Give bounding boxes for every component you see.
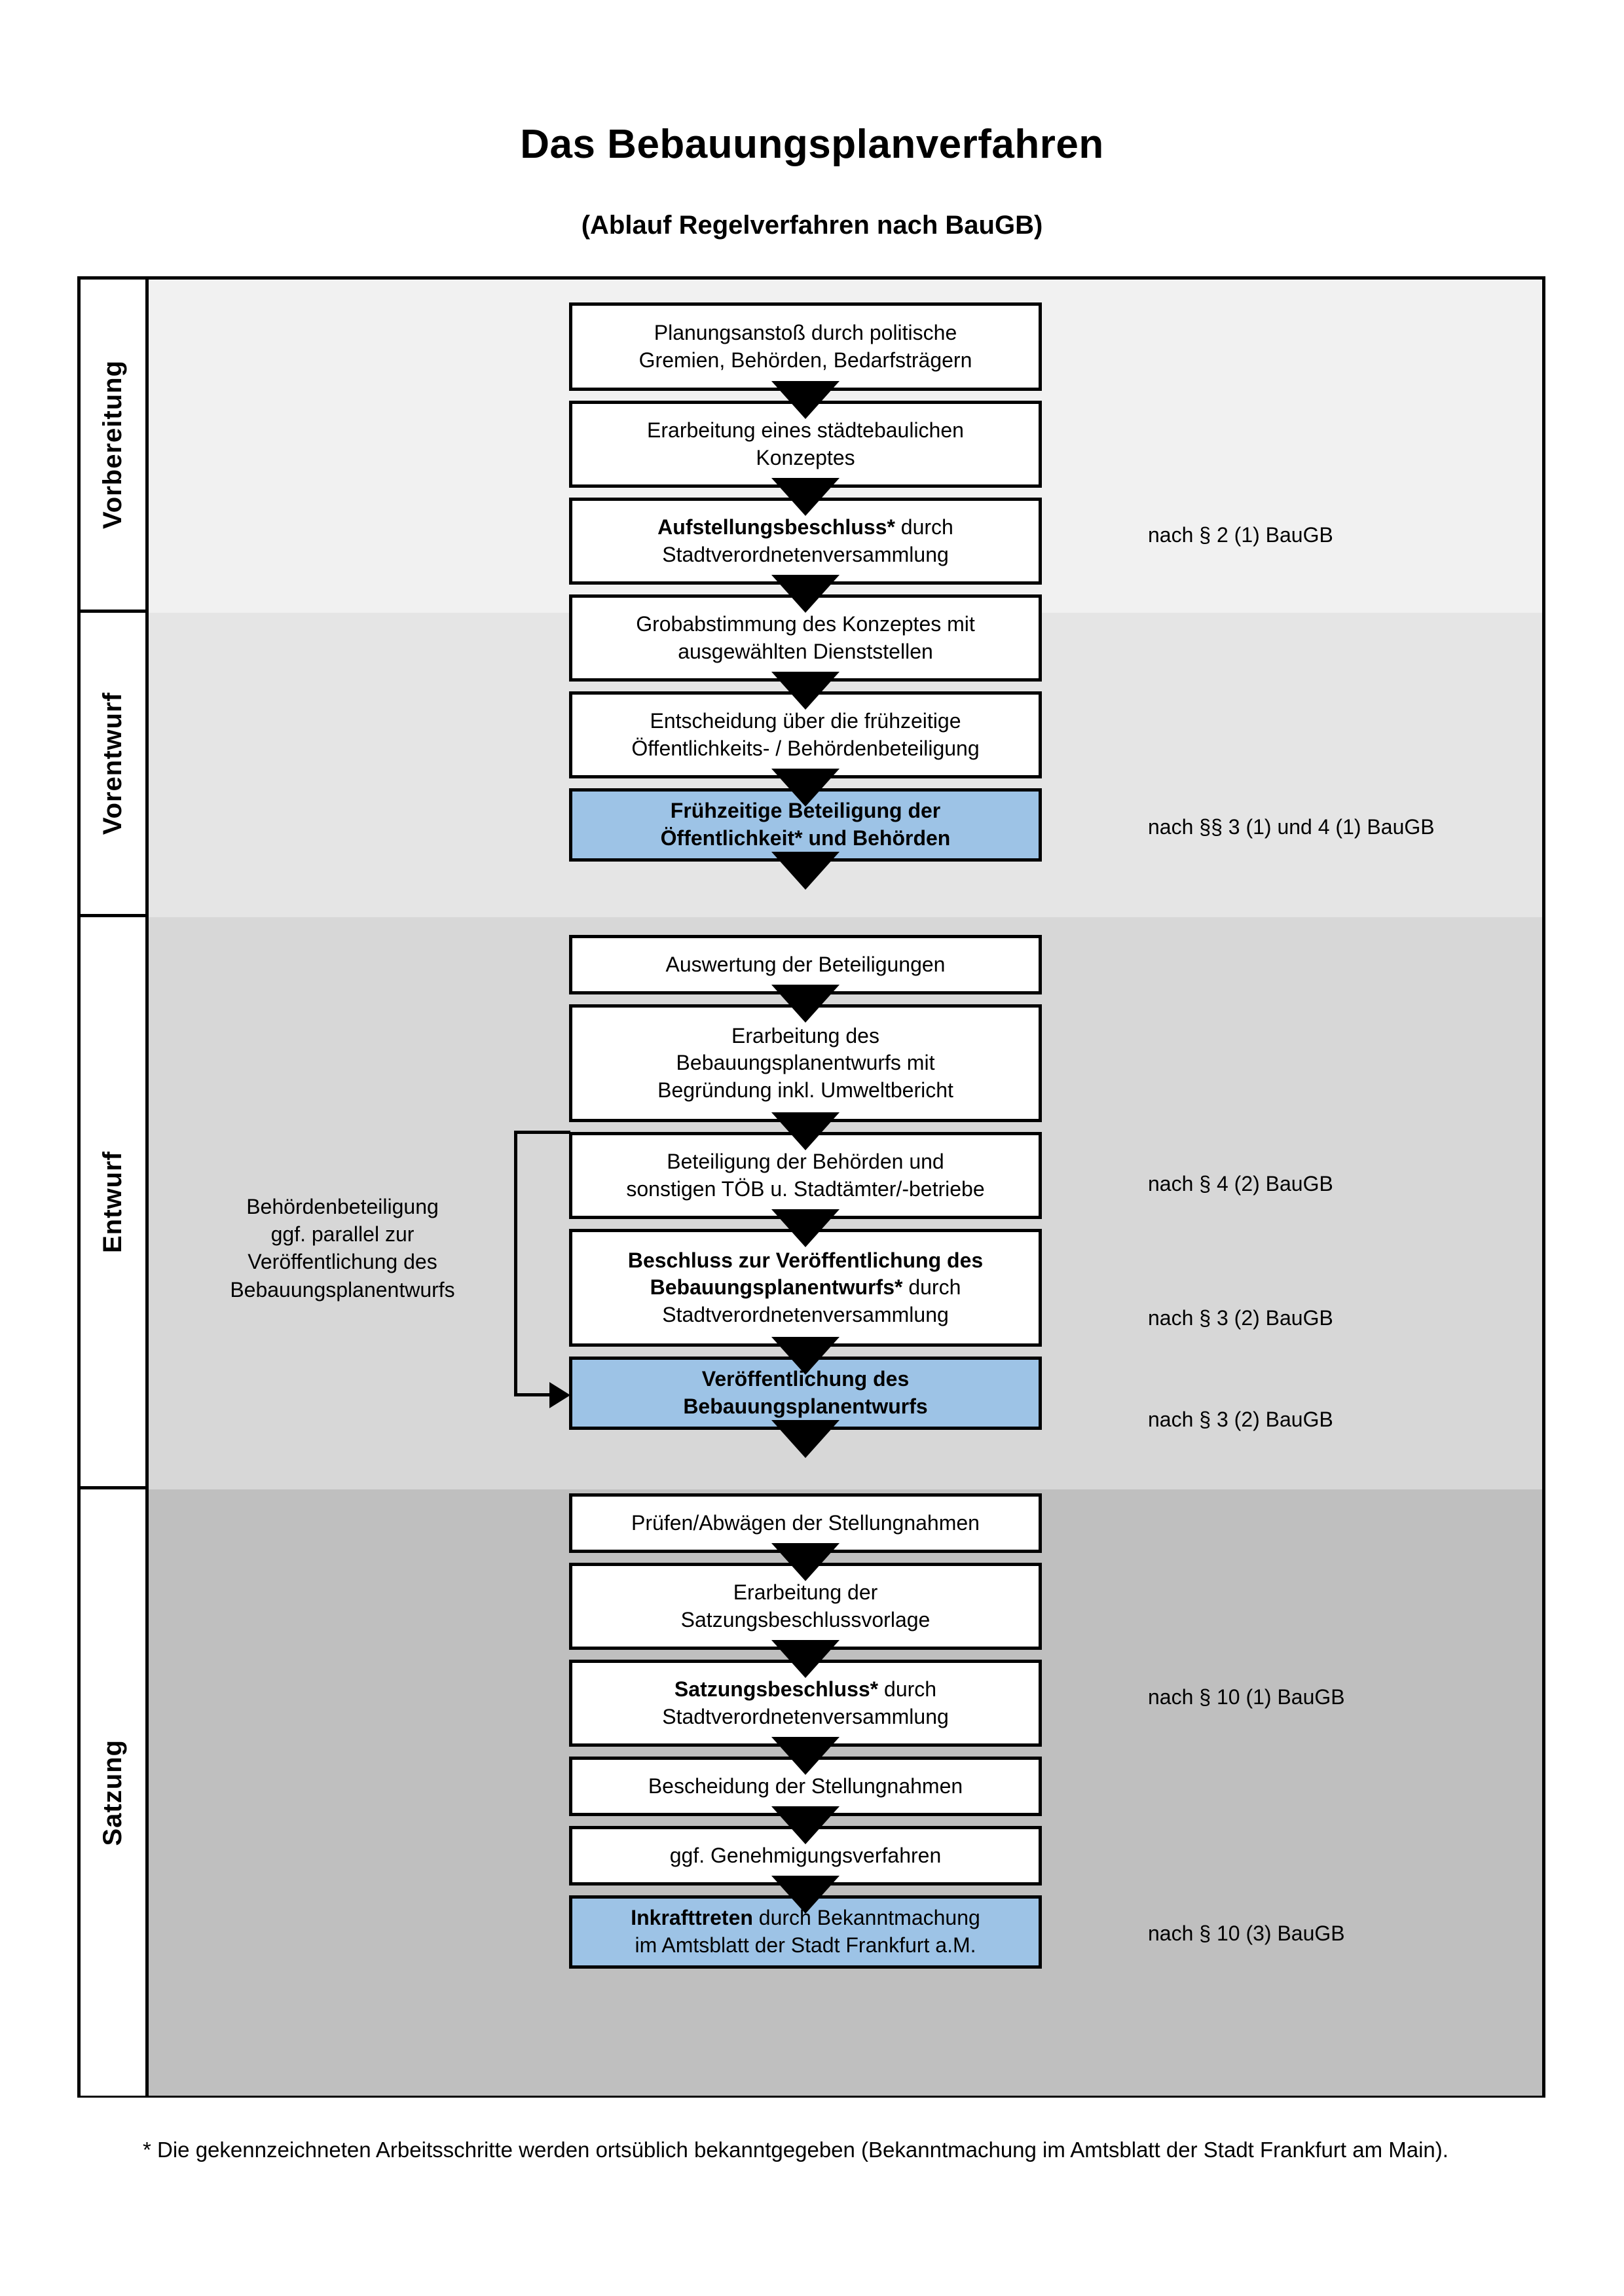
flow-arrow-down-icon [771,1640,840,1678]
step-line: Aufstellungsbeschluss* durch [657,514,953,541]
step-line: sonstigen TÖB u. Stadtämter/-betriebe [626,1176,985,1201]
step-line: Beteiligung der Behörden und [667,1149,944,1173]
phase-cell-satzung: Satzung [81,1489,145,2096]
step-box-beschluss-veroeffentlichung[interactable]: Beschluss zur Veröffentlichung des Bebau… [569,1229,1042,1347]
step-line-bold: Aufstellungsbeschluss* [657,515,895,539]
step-box-pruefen-abwaegen[interactable]: Prüfen/Abwägen der Stellungnahmen [569,1493,1042,1553]
flow-arrow-down-icon [771,1806,840,1844]
step-line-bold: Inkrafttreten [631,1906,753,1930]
step-line-bold: Bebauungsplanentwurfs* [650,1275,903,1300]
step-line-bold: Satzungsbeschluss* [674,1677,879,1701]
side-note-line: Behördenbeteiligung [246,1195,439,1218]
flow-arrow-down-icon [771,1337,840,1375]
step-line: Öffentlichkeits- / Behördenbeteiligung [631,736,980,760]
law-ref-beschluss-veroeffentlichung: nach § 3 (2) BauGB [1148,1306,1333,1330]
step-line: ggf. Genehmigungsverfahren [669,1843,942,1867]
page-title: Das Bebauungsplanverfahren [520,122,1104,167]
step-line: Auswertung der Beteiligungen [665,952,946,976]
flow-arrow-down-icon [771,985,840,1023]
step-line: Satzungsbeschluss* durch [674,1676,936,1704]
flow-arrow-down-icon [771,1420,840,1458]
step-line: Satzungsbeschlussvorlage [680,1607,931,1631]
law-ref-satzungsbeschluss: nach § 10 (1) BauGB [1148,1685,1345,1709]
law-ref-fruehzeitige-beteiligung: nach §§ 3 (1) und 4 (1) BauGB [1148,815,1435,839]
footnote-text: * Die gekennzeichneten Arbeitsschritte w… [143,2138,1449,2162]
step-line-rest: durch [902,1275,961,1300]
phase-label-satzung: Satzung [98,1739,127,1846]
phase-label-vorbereitung: Vorbereitung [98,360,127,529]
step-line: ausgewählten Dienststellen [678,639,933,663]
step-line: Bebauungsplanentwurfs [683,1394,928,1418]
phase-cell-vorbereitung: Vorbereitung [81,280,145,613]
flow-arrow-down-icon [771,1876,840,1914]
law-ref-veroeffentlichung-entwurf: nach § 3 (2) BauGB [1148,1408,1333,1431]
step-line-rest: durch [878,1677,937,1701]
phase-label-vorentwurf: Vorentwurf [98,691,127,835]
connector-top-segment [514,1131,570,1134]
law-ref-inkrafttreten: nach § 10 (3) BauGB [1148,1922,1345,1945]
step-line-rest: durch [895,515,953,539]
step-line: im Amtsblatt der Stadt Frankfurt a.M. [635,1933,976,1957]
phase-label-column: Vorbereitung Vorentwurf Entwurf Satzung [81,280,149,2096]
flow-arrow-down-icon [771,852,840,890]
step-line: Planungsanstoß durch politische [654,320,957,344]
step-line: Begründung inkl. Umweltbericht [657,1078,953,1102]
flow-arrow-down-icon [771,478,840,516]
flow-arrow-down-icon [771,575,840,613]
step-line: Stadtverordnetenversammlung [662,1704,949,1728]
flow-arrow-down-icon [771,1209,840,1247]
step-line: Öffentlichkeit* und Behörden [660,826,951,850]
step-line: Gremien, Behörden, Bedarfsträgern [638,348,972,372]
law-ref-beteiligung-behoerden: nach § 4 (2) BauGB [1148,1172,1333,1195]
connector-vertical-segment [514,1131,517,1396]
connector-arrow-icon [549,1382,570,1408]
side-note-line: Bebauungsplanentwurfs [230,1277,455,1302]
step-line: Bebauungsplanentwurfs mit [676,1051,935,1075]
connector-bottom-segment [514,1393,555,1396]
step-line: Bebauungsplanentwurfs* durch [650,1274,961,1302]
step-line: Prüfen/Abwägen der Stellungnahmen [631,1510,980,1535]
flow-arrow-down-icon [771,381,840,419]
side-note-line: Veröffentlichung des [248,1250,437,1274]
step-line: Konzeptes [756,445,855,469]
step-line: Stadtverordnetenversammlung [662,1302,949,1326]
step-box-planungsanstoss[interactable]: Planungsanstoß durch politische Gremien,… [569,302,1042,391]
step-line: Erarbeitung eines städtebaulichen [647,418,964,442]
side-note-behoerdenbeteiligung: Behördenbeteiligung ggf. parallel zur Ve… [179,1193,506,1303]
flow-arrow-down-icon [771,1543,840,1581]
flow-arrow-down-icon [771,672,840,710]
phase-cell-vorentwurf: Vorentwurf [81,613,145,917]
step-line: Grobabstimmung des Konzeptes mit [636,611,975,636]
step-line: Beschluss zur Veröffentlichung des [627,1248,984,1272]
step-box-auswertung-beteiligungen[interactable]: Auswertung der Beteiligungen [569,935,1042,994]
flow-arrow-down-icon [771,1737,840,1775]
step-line: Erarbeitung der [733,1580,878,1604]
step-line: Entscheidung über die frühzeitige [650,708,961,733]
phase-label-entwurf: Entwurf [98,1150,127,1253]
step-line: Bescheidung der Stellungnahmen [648,1774,963,1798]
flowchart-frame: Vorbereitung Vorentwurf Entwurf Satzung … [77,276,1545,2098]
phase-cell-entwurf: Entwurf [81,917,145,1489]
law-ref-aufstellungsbeschluss: nach § 2 (1) BauGB [1148,523,1333,547]
side-note-line: ggf. parallel zur [270,1222,415,1247]
flow-arrow-down-icon [771,769,840,807]
page-subtitle: (Ablauf Regelverfahren nach BauGB) [581,211,1043,240]
step-line: Erarbeitung des [731,1023,879,1048]
step-line: Stadtverordnetenversammlung [662,542,949,566]
flow-arrow-down-icon [771,1112,840,1150]
